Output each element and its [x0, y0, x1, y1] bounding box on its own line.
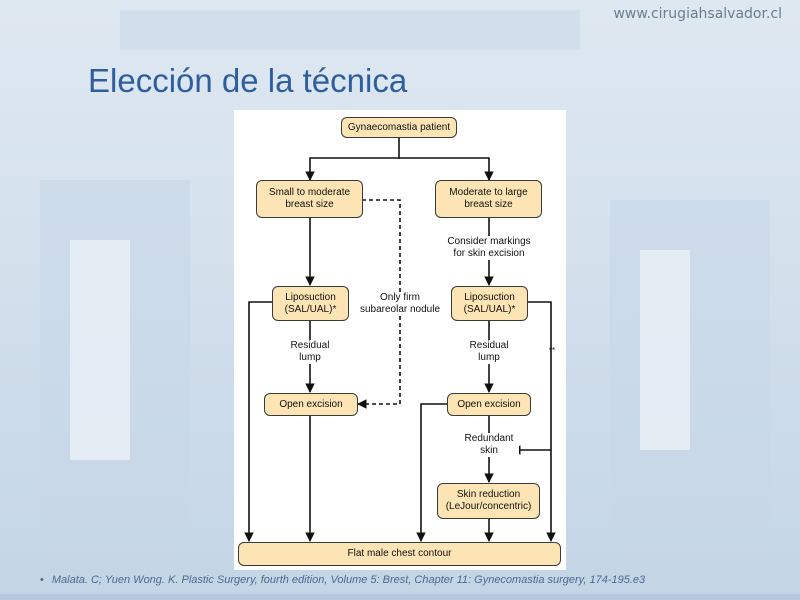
node-liposuction-right: Liposuction (SAL/UAL)*	[451, 286, 528, 321]
label-consider-markings: Consider markings for skin excision	[444, 236, 534, 260]
label-only-firm-nodule: Only firm subareolar nodule	[358, 292, 442, 316]
label-double-star: **	[548, 346, 556, 355]
slide-title: Elección de la técnica	[88, 62, 408, 99]
connector-lipo-left-flat	[244, 301, 272, 542]
background-building-window	[70, 240, 130, 460]
reference-text: Malata. C; Yuen Wong. K. Plastic Surgery…	[51, 574, 646, 586]
reference-footer: • Malata. C; Yuen Wong. K. Plastic Surger…	[40, 574, 645, 586]
node-gynaecomastia-patient: Gynaecomastia patient	[341, 117, 457, 138]
background-building-top	[120, 10, 580, 50]
label-residual-lump-left: Residual lump	[288, 340, 332, 364]
node-liposuction-left: Liposuction (SAL/UAL)*	[272, 286, 349, 321]
node-open-excision-right: Open excision	[447, 393, 531, 416]
label-redundant-skin: Redundant skin	[459, 433, 519, 457]
bullet-icon: •	[40, 574, 44, 586]
website-url[interactable]: www.cirugiahsalvador.cl	[613, 6, 782, 22]
node-skin-reduction: Skin reduction (LeJour/concentric)	[437, 483, 540, 519]
bottom-bar	[0, 594, 800, 600]
node-small-to-moderate: Small to moderate breast size	[256, 180, 363, 218]
node-flat-male-chest-contour: Flat male chest contour	[238, 542, 561, 566]
node-moderate-to-large: Moderate to large breast size	[435, 180, 542, 218]
node-open-excision-left: Open excision	[264, 393, 358, 416]
connector-patient-split	[305, 137, 400, 181]
connector-lipo-right-side	[527, 301, 556, 542]
label-residual-lump-right: Residual lump	[467, 340, 511, 364]
connector-excision-right-flat	[416, 403, 447, 542]
background-building-right	[610, 200, 770, 560]
background-building-window	[640, 250, 690, 450]
connector-patient-large	[399, 157, 494, 181]
